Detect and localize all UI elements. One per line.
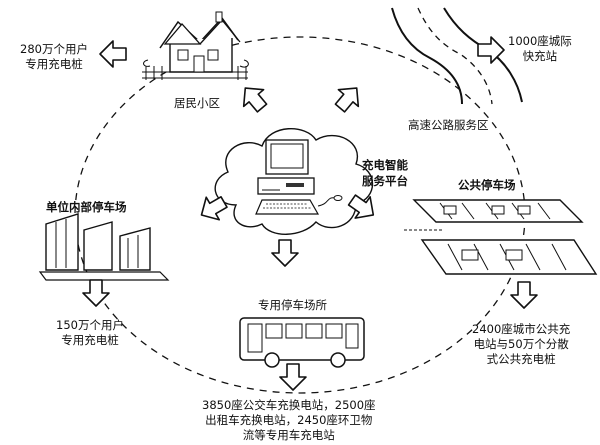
bus-icon [239,317,365,368]
special-parking-node-label: 专用停车场所 [258,298,327,312]
parking-lot-icon [404,199,598,275]
arrow-public-parking-result-icon [510,281,538,309]
public-parking-result-label: 2400座城市公共充 电站与50万个分散 式公共充电桩 [472,322,571,366]
arrow-unit-parking-result-icon [82,279,110,307]
residential-result-label: 280万个用户 专用充电桩 [20,42,88,71]
arrow-special-parking-result-icon [279,363,307,391]
arrow-to-special-parking-icon [271,239,299,267]
center-label-line2: 服务平台 [362,174,408,188]
unit-parking-node-label: 单位内部停车场 [46,200,127,214]
residential-node-label: 居民小区 [174,96,220,110]
arrow-residential-result-icon [99,40,127,68]
house-icon [142,11,249,80]
unit-parking-result-label: 150万个用户 专用充电桩 [56,318,124,347]
center-label-line1: 充电智能 [362,158,408,172]
computer-icon [255,139,343,215]
highway-icon [391,7,523,105]
arrow-to-residential-icon [234,78,273,118]
special-parking-result-label: 3850座公交车充换电站，2500座 出租车充换电站，2450座环卫物 流等专用… [202,398,376,442]
highway-node-label: 高速公路服务区 [408,118,489,132]
arrow-to-highway-icon [329,78,368,118]
highway-result-label: 1000座城际 快充站 [508,34,572,63]
office-building-icon [38,213,170,281]
public-parking-node-label: 公共停车场 [458,178,516,192]
